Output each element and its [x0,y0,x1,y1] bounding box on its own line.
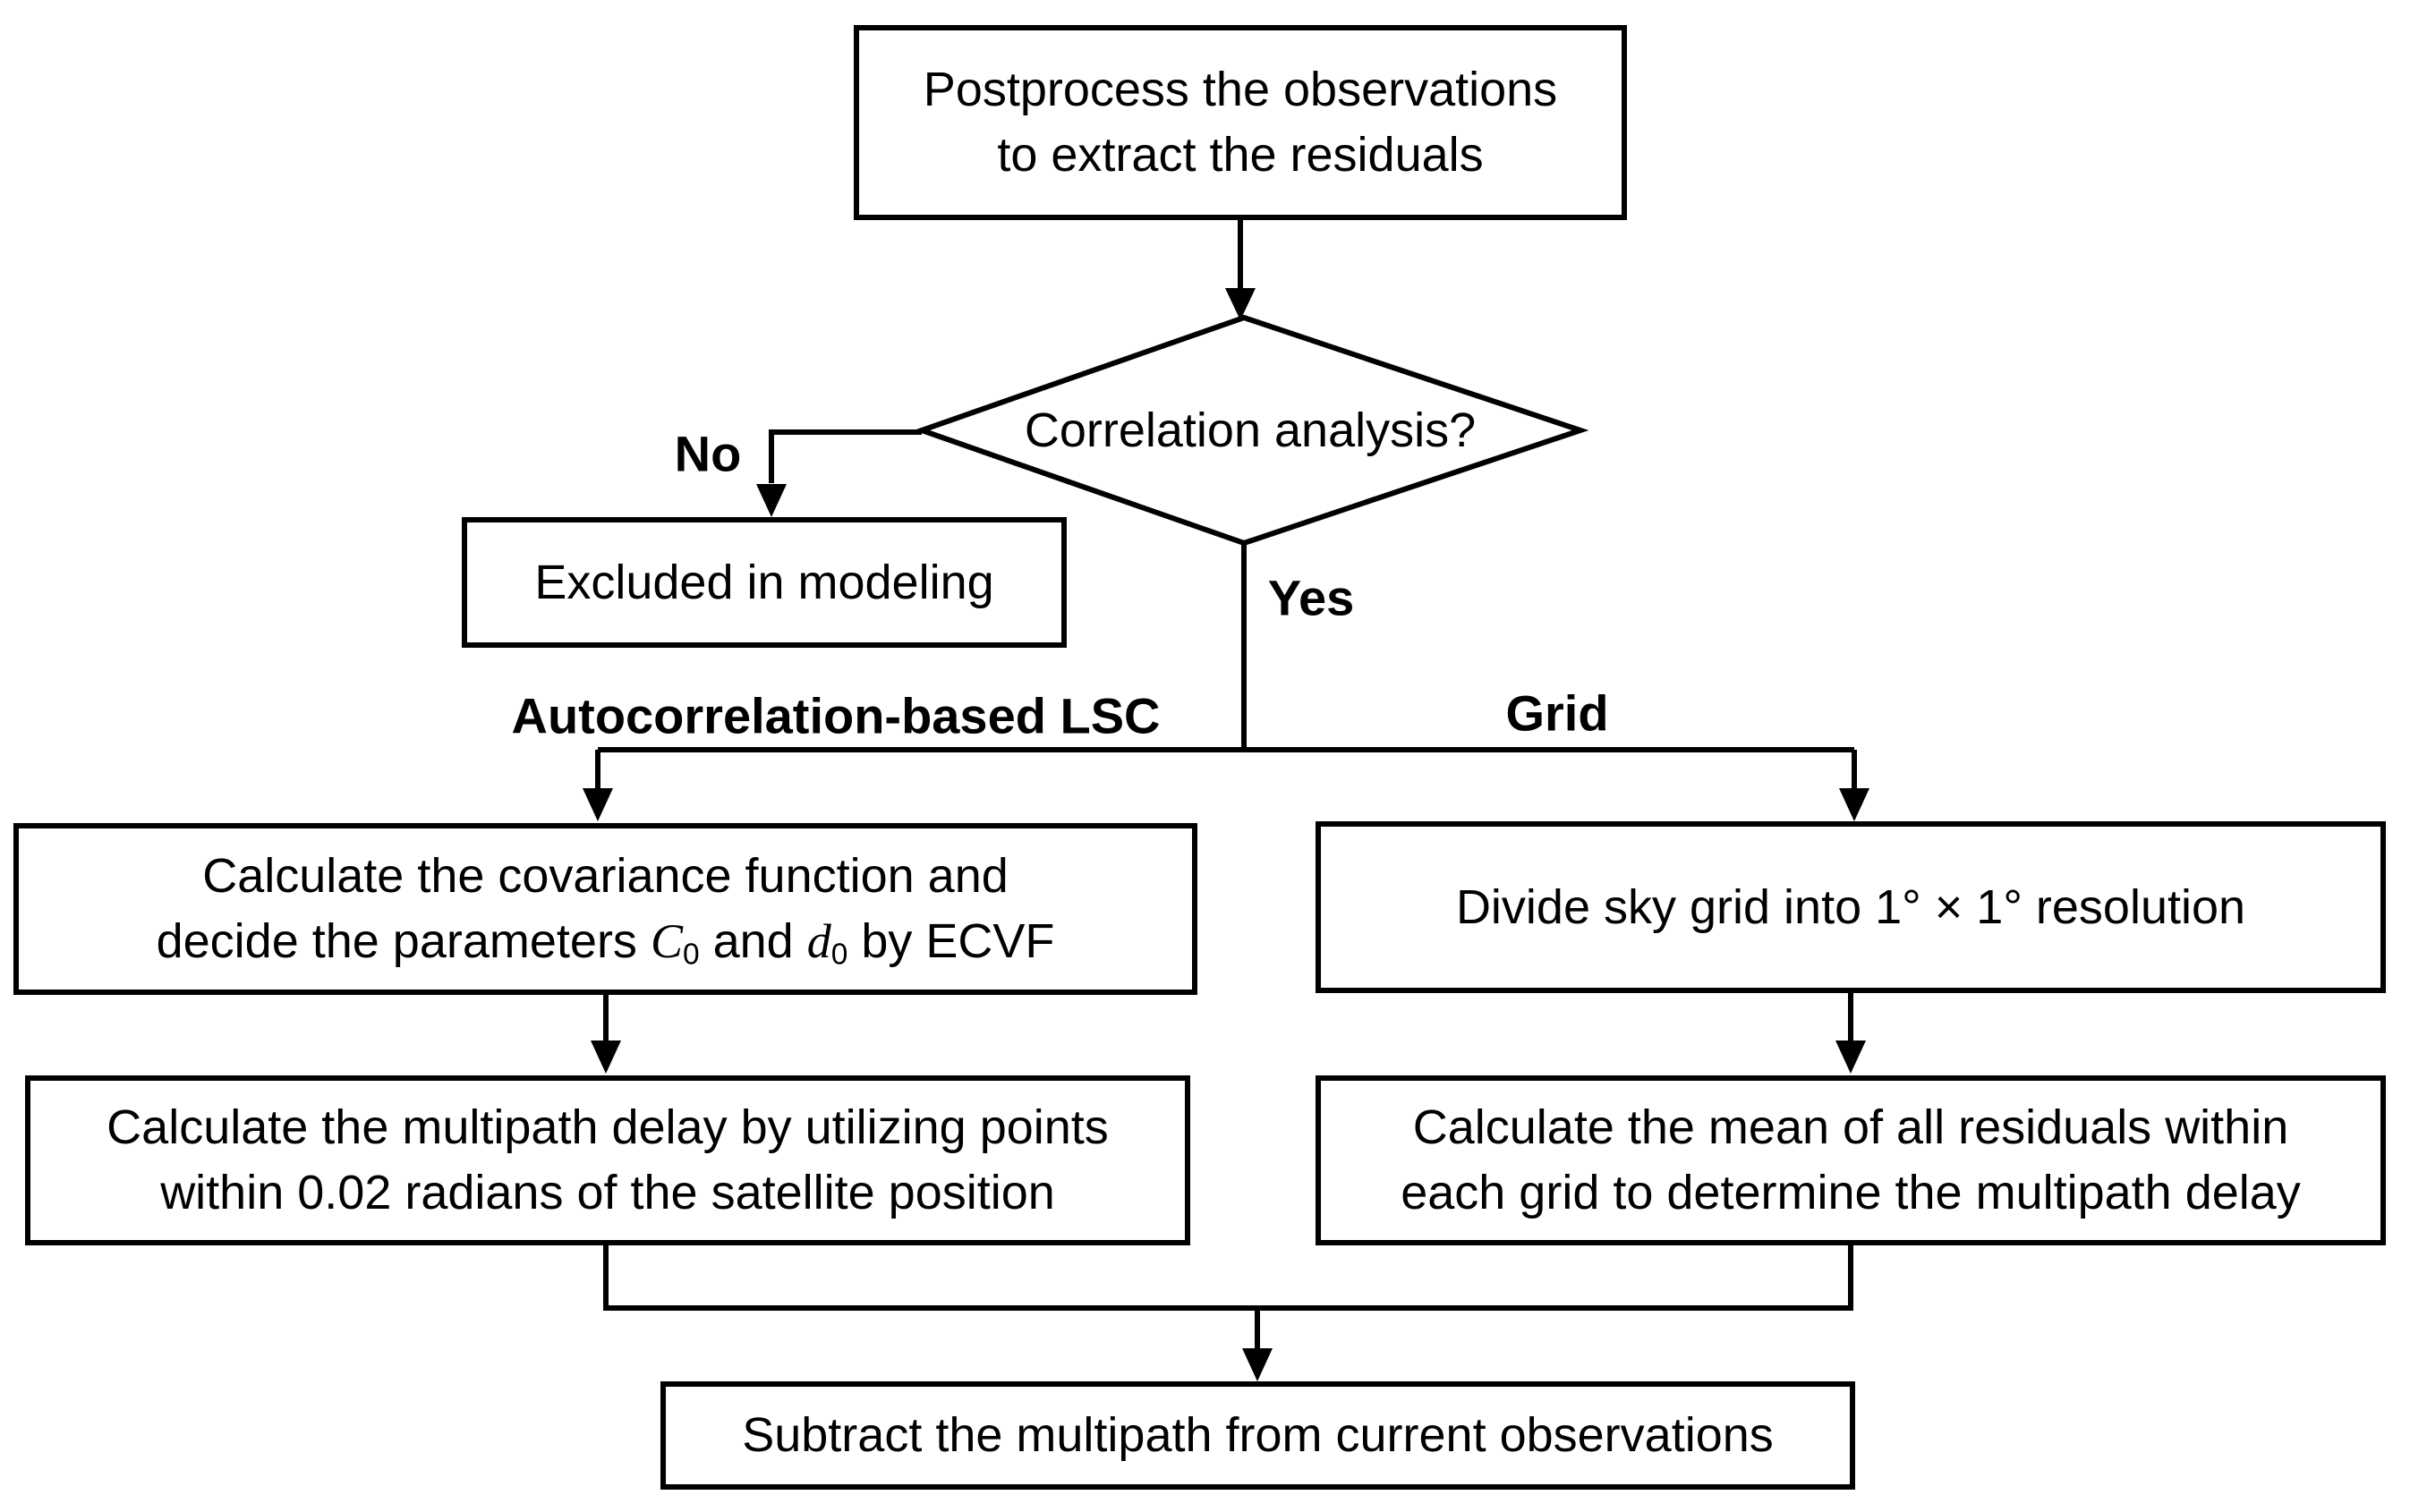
covariance-line1: Calculate the covariance function and [202,849,1009,903]
postprocess-line2: to extract the residuals [997,128,1484,182]
grid-mean-box: Calculate the mean of all residuals with… [1316,1075,2386,1245]
math-var-d0: d [806,914,831,968]
decision-label: Correlation analysis? [1024,403,1477,457]
arrowhead-to-grid-step2 [1835,1041,1866,1074]
arrow-no-branch [769,429,922,483]
lsc-branch-label: Autocorrelation-based LSC [511,687,1161,744]
math-var-c0: C [650,914,683,968]
covariance-line2: decide the parameters C0 and d0 by ECVF [156,914,1055,972]
covariance-box: Calculate the covariance function and de… [13,823,1197,995]
arrowhead-to-grid-step1 [1839,788,1869,821]
multipath-delay-box: Calculate the multipath delay by utilizi… [25,1075,1190,1245]
multipath-delay-line2: within 0.02 radians of the satellite pos… [160,1166,1055,1219]
excluded-box: Excluded in modeling [462,517,1067,648]
arrowhead-to-lsc-step1 [583,788,613,821]
arrowhead-to-lsc-step2 [591,1041,621,1074]
multipath-delay-line1: Calculate the multipath delay by utilizi… [106,1100,1109,1154]
no-label: No [674,425,742,482]
grid-mean-line1: Calculate the mean of all residuals with… [1412,1100,2289,1154]
line-merge [603,1245,1853,1311]
arrowhead-to-excluded [756,484,787,517]
subtract-label: Subtract the multipath from current obse… [742,1408,1774,1462]
arrowhead-to-decision [1225,288,1256,320]
sky-grid-box: Divide sky grid into 1° × 1° resolution [1316,821,2386,993]
grid-mean-line2: each grid to determine the multipath del… [1401,1166,2301,1219]
postprocess-line1: Postprocess the observations [923,63,1558,116]
grid-branch-label: Grid [1505,684,1609,742]
arrowhead-to-final [1242,1348,1273,1381]
postprocess-box: Postprocess the observations to extract … [854,25,1627,220]
yes-label: Yes [1267,569,1355,626]
subtract-box: Subtract the multipath from current obse… [660,1381,1855,1490]
excluded-label: Excluded in modeling [534,555,994,609]
sky-grid-label: Divide sky grid into 1° × 1° resolution [1455,879,2246,934]
